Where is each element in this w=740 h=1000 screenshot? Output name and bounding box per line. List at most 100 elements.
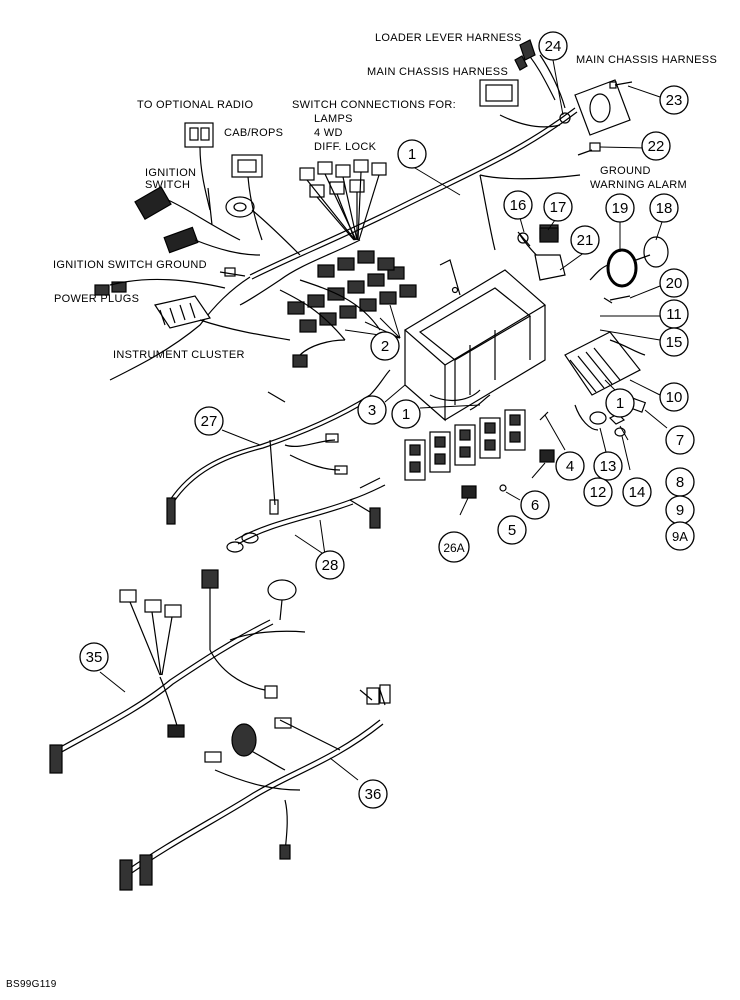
- bolt-23: [609, 81, 633, 89]
- callout-9: 9: [665, 495, 695, 525]
- callout-14: 14: [622, 477, 652, 507]
- callout-15: 15: [659, 327, 689, 357]
- svg-text:16: 16: [510, 197, 527, 214]
- callout-7: 7: [665, 425, 695, 455]
- label-cab-rops: CAB/ROPS: [224, 127, 284, 139]
- callout-2: 2: [370, 331, 400, 361]
- label-loader-lever-harness: LOADER LEVER HARNESS: [375, 32, 522, 44]
- svg-text:20: 20: [666, 275, 683, 292]
- callout-balloons: 24 23 22 1 16 17 19 18 21 20 11 15 10 1 …: [79, 31, 695, 809]
- label-instrument-cluster: INSTRUMENT CLUSTER: [113, 349, 245, 361]
- svg-text:13: 13: [600, 458, 617, 475]
- gauge-18-19: [589, 236, 669, 288]
- ignition-key-switch: [225, 196, 301, 256]
- callout-10: 10: [659, 382, 689, 412]
- svg-text:10: 10: [666, 389, 683, 406]
- callout-11: 11: [659, 299, 689, 329]
- fuse-block-10: [564, 331, 646, 396]
- svg-text:9: 9: [676, 502, 684, 519]
- callout-5: 5: [497, 515, 527, 545]
- svg-text:5: 5: [508, 522, 516, 539]
- svg-text:6: 6: [531, 497, 539, 514]
- switch-connectors-cluster: [279, 250, 417, 341]
- ignition-switch-ground-terminal: [219, 267, 246, 277]
- callout-16: 16: [503, 190, 533, 220]
- callout-8: 8: [665, 467, 695, 497]
- label-to-optional-radio: TO OPTIONAL RADIO: [137, 99, 254, 111]
- callout-20: 20: [659, 268, 689, 298]
- harness-36: [119, 684, 391, 891]
- power-plugs: [94, 278, 226, 296]
- svg-text:14: 14: [629, 484, 646, 501]
- callout-17: 17: [543, 192, 573, 222]
- ground-terminal-22: [577, 142, 601, 156]
- callout-6: 6: [520, 490, 550, 520]
- washer-14: [614, 427, 626, 437]
- label-switch: SWITCH: [145, 179, 191, 191]
- callout-36: 36: [358, 779, 388, 809]
- callout-4: 4: [555, 451, 585, 481]
- cluster-plug: [292, 339, 346, 368]
- svg-text:28: 28: [322, 557, 339, 574]
- callout-1-right: 1: [605, 388, 635, 418]
- callout-21: 21: [570, 225, 600, 255]
- label-ignition-switch-ground: IGNITION SWITCH GROUND: [53, 259, 207, 271]
- relay-17: [539, 227, 559, 243]
- svg-text:23: 23: [666, 92, 683, 109]
- svg-text:19: 19: [612, 200, 629, 217]
- callout-9a: 9A: [665, 521, 695, 551]
- callout-28: 28: [315, 550, 345, 580]
- svg-text:24: 24: [545, 38, 562, 55]
- label-ground: GROUND: [600, 165, 651, 177]
- svg-text:12: 12: [590, 484, 607, 501]
- knob-12: [574, 404, 607, 431]
- svg-text:36: 36: [365, 786, 382, 803]
- callout-19: 19: [605, 193, 635, 223]
- svg-text:27: 27: [201, 413, 218, 430]
- label-ignition: IGNITION: [145, 167, 197, 179]
- svg-text:11: 11: [666, 306, 682, 323]
- harness-35: [49, 569, 306, 774]
- callout-18: 18: [649, 193, 679, 223]
- callout-27: 27: [194, 406, 224, 436]
- callout-13: 13: [593, 451, 623, 481]
- relay-26a: [461, 485, 477, 499]
- svg-text:18: 18: [656, 200, 673, 217]
- svg-text:17: 17: [550, 199, 567, 216]
- svg-text:2: 2: [381, 338, 389, 355]
- svg-text:1: 1: [408, 146, 416, 163]
- svg-text:1: 1: [616, 395, 624, 412]
- callout-24: 24: [538, 31, 568, 61]
- svg-text:1: 1: [402, 406, 410, 423]
- svg-text:7: 7: [676, 432, 684, 449]
- relay-6: [539, 449, 555, 463]
- label-main-chassis-harness-right: MAIN CHASSIS HARNESS: [576, 54, 718, 66]
- svg-text:9A: 9A: [672, 529, 688, 544]
- label-main-chassis-harness-left: MAIN CHASSIS HARNESS: [367, 66, 509, 78]
- svg-text:4: 4: [566, 458, 574, 475]
- label-4wd: 4 WD: [314, 127, 343, 139]
- callout-1-top: 1: [397, 139, 427, 169]
- label-warning-alarm: WARNING ALARM: [590, 179, 688, 191]
- sensor-16: [517, 231, 531, 247]
- svg-text:3: 3: [368, 402, 376, 419]
- nut-5: [499, 484, 507, 492]
- ring-24: [559, 112, 571, 124]
- main-chassis-connector-right: [574, 79, 631, 136]
- upper-main-harness: [109, 44, 581, 381]
- relay-block: [404, 394, 526, 481]
- label-power-plugs: POWER PLUGS: [54, 293, 140, 305]
- switch-connections-fan: [299, 159, 387, 241]
- svg-text:8: 8: [676, 474, 684, 491]
- svg-text:21: 21: [577, 232, 594, 249]
- callout-12: 12: [583, 477, 613, 507]
- screw-4: [539, 411, 549, 421]
- callout-3: 3: [357, 395, 387, 425]
- optional-radio-connector: [184, 122, 214, 211]
- callout-23: 23: [659, 85, 689, 115]
- svg-text:26A: 26A: [443, 541, 464, 555]
- svg-text:35: 35: [86, 649, 103, 666]
- callout-35: 35: [79, 642, 109, 672]
- instrument-cluster-connector: [154, 295, 291, 341]
